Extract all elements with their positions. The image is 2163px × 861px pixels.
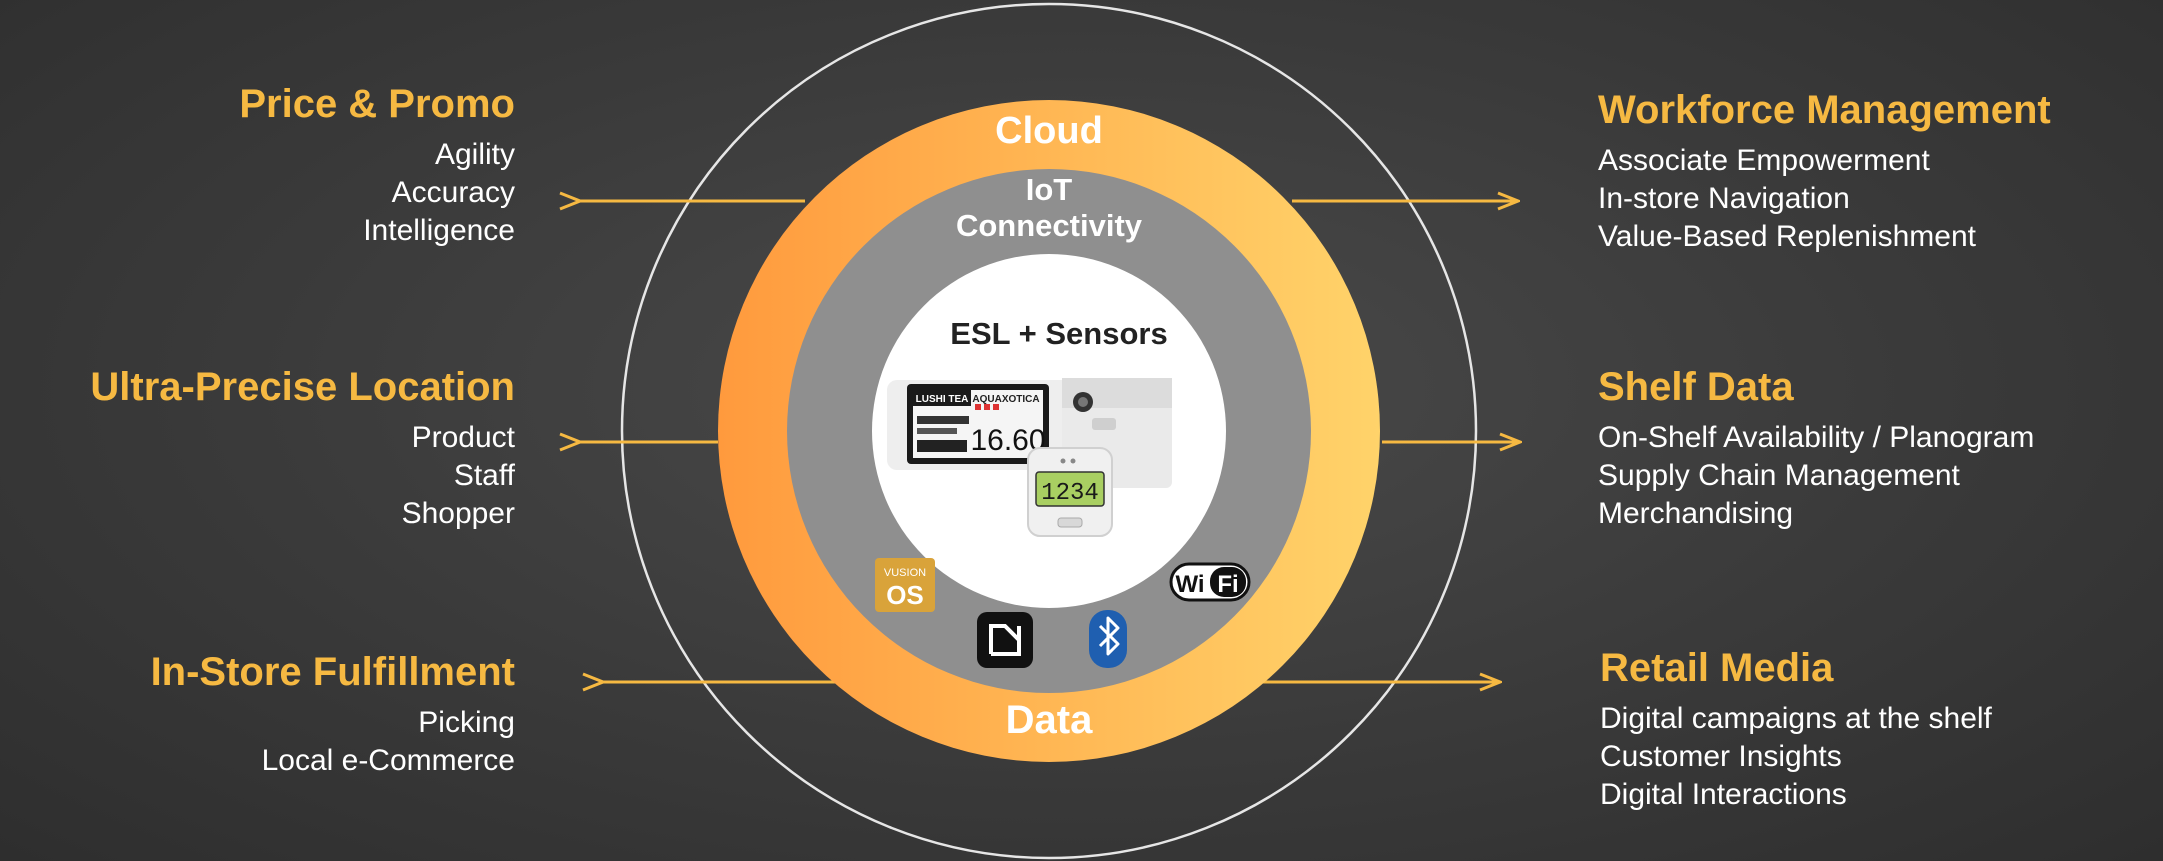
vusion-os-icon: VUSION OS (875, 558, 935, 612)
bluetooth-icon (1089, 610, 1127, 668)
list-item: Digital campaigns at the shelf (1600, 702, 1992, 735)
cloud-label: Cloud (995, 110, 1103, 152)
sensor-display-text: 1234 (1041, 480, 1099, 507)
list-item: Product (411, 421, 515, 454)
svg-text:OS: OS (886, 580, 924, 610)
svg-text:Fi: Fi (1217, 571, 1238, 598)
list-item: Merchandising (1598, 497, 1794, 530)
list-item: Picking (418, 706, 515, 739)
heading-fulfillment: In-Store Fulfillment (150, 650, 515, 694)
wifi-icon: Wi Fi (1169, 562, 1251, 602)
list-item: Agility (434, 138, 515, 171)
left-block-location: Ultra-Precise Location Product Staff Sho… (90, 363, 515, 533)
iot-label-line1: IoT (1025, 172, 1073, 207)
esl-product-text: AQUAXOTICA (972, 394, 1039, 405)
heading-retail-media: Retail Media (1600, 646, 1834, 690)
data-label: Data (1005, 698, 1093, 742)
list-item: Supply Chain Management (1598, 459, 1960, 492)
left-block-fulfillment: In-Store Fulfillment Picking Local e-Com… (151, 648, 515, 780)
list-item: On-Shelf Availability / Planogram (1598, 421, 2035, 454)
right-block-workforce: Workforce Management Associate Empowerme… (1598, 86, 2051, 256)
list-item: Staff (453, 459, 515, 492)
list-item: Shopper (401, 497, 515, 530)
list-item: Digital Interactions (1600, 778, 1847, 811)
list-item: Customer Insights (1600, 740, 1842, 773)
list-item: Value-Based Replenishment (1598, 220, 1977, 253)
right-block-retail-media: Retail Media Digital campaigns at the sh… (1600, 644, 1992, 814)
svg-text:VUSION: VUSION (884, 567, 926, 579)
list-item: Intelligence (363, 214, 515, 247)
outer-thin-ring (620, 2, 1478, 860)
nfc-icon (977, 612, 1033, 668)
heading-workforce: Workforce Management (1598, 88, 2051, 132)
esl-brand-text: LUSHI TEA (916, 394, 969, 405)
iot-label-line2: Connectivity (955, 208, 1143, 243)
heading-price-promo: Price & Promo (239, 82, 515, 126)
heading-location: Ultra-Precise Location (90, 365, 515, 409)
list-item: Accuracy (391, 176, 515, 209)
svg-text:Wi: Wi (1175, 571, 1204, 598)
sensor-device: 1234 (1027, 447, 1113, 537)
left-block-price-promo: Price & Promo Agility Accuracy Intellige… (239, 80, 515, 250)
list-item: In-store Navigation (1598, 182, 1850, 215)
core-label: ESL + Sensors (950, 316, 1168, 351)
right-block-shelf-data: Shelf Data On-Shelf Availability / Plano… (1598, 363, 2034, 533)
list-item: Local e-Commerce (261, 744, 515, 777)
esl-tag-device: LUSHI TEA AQUAXOTICA 16.60 (887, 380, 1072, 470)
heading-shelf-data: Shelf Data (1598, 365, 1794, 409)
list-item: Associate Empowerment (1598, 144, 1930, 177)
